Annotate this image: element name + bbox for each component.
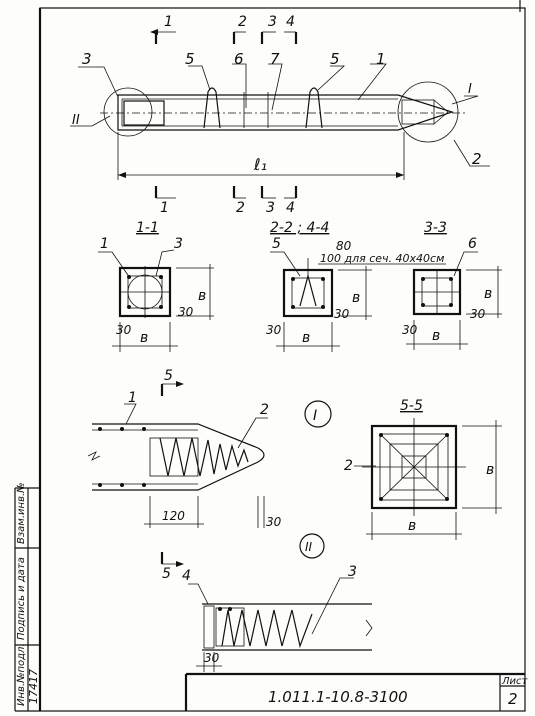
s22-cover-side: 30 — [334, 307, 350, 321]
s33-cover-bottom: 30 — [402, 323, 418, 337]
section-5-5-title: 5-5 — [400, 398, 423, 414]
stamp-inv-number: 17417 — [27, 669, 40, 704]
detail-circle-II — [103, 87, 153, 137]
cut-marks-top: 1 2 3 4 — [150, 14, 298, 44]
cut-bottom-4: 4 — [286, 200, 295, 216]
detail-I-title: I — [313, 408, 317, 424]
s11-callout-3: 3 — [174, 236, 183, 252]
s55-dim-bottom: в — [408, 518, 416, 534]
pile-outline — [117, 94, 454, 131]
detail-II-dim-30: 30 — [204, 651, 220, 665]
s22-cover-bottom: 30 — [266, 323, 282, 337]
s11-callout-1: 1 — [100, 236, 109, 252]
section-2-2: 2-2 ; 4-4 5 80 100 для сеч. 40х40см в в … — [266, 220, 446, 352]
detail-I-section-mark: 5 — [164, 368, 173, 384]
cut-marks-bottom: 1 2 3 4 — [154, 186, 298, 216]
detail-I-callout-2: 2 — [260, 402, 269, 418]
tip-spiral — [159, 437, 249, 477]
detail-I-callout-1: 1 — [128, 390, 137, 406]
s33-dim-bottom: в — [432, 328, 440, 344]
s11-dim-bottom: в — [140, 330, 148, 346]
callout-5-left: 5 — [185, 50, 195, 68]
cut-bottom-2: 2 — [236, 200, 245, 216]
callout-2: 2 — [472, 150, 482, 168]
detail-II-mark: II — [72, 113, 80, 128]
s11-cover-bottom: 30 — [116, 323, 132, 337]
length-label: ℓ₁ — [253, 155, 267, 174]
callout-6: 6 — [234, 50, 244, 68]
head-spiral — [221, 609, 313, 649]
s22-dim-80: 80 — [336, 239, 352, 253]
s55-callout-2: 2 — [344, 458, 353, 474]
sheet-label: Лист — [501, 676, 529, 687]
callout-1: 1 — [376, 50, 386, 68]
stamp-columns: Инв.№подл. Подпись и дата Взам.инв.№ 174… — [14, 482, 40, 712]
s55-dim-side: в — [486, 462, 494, 478]
section-5-5: 5-5 2 в в — [344, 398, 502, 540]
callout-3: 3 — [82, 50, 92, 68]
head-plate — [203, 605, 215, 649]
section-2-2-title: 2-2 ; 4-4 — [270, 220, 329, 236]
section-3-3: 3-3 6 в в 30 30 — [402, 220, 502, 350]
tip-outline — [92, 423, 265, 491]
s22-callout-5: 5 — [272, 236, 281, 252]
main-view: 3 5 6 7 5 1 I II 2 ℓ₁ — [70, 50, 490, 180]
detail-I-section-mark-bottom: 5 — [162, 566, 171, 582]
title-block: 1.011.1-10.8-3100 Лист 2 — [184, 672, 529, 711]
s33-dim-side: в — [484, 286, 492, 302]
stamp-sign-label: Подпись и дата — [16, 557, 27, 640]
cut-bottom-1: 1 — [160, 200, 169, 216]
cut-top-2: 2 — [238, 14, 247, 30]
detail-I-dim-30: 30 — [266, 515, 282, 529]
lifting-loop-right — [305, 87, 323, 129]
detail-II-circle-label — [299, 533, 325, 559]
section-3-3-title: 3-3 — [424, 220, 447, 236]
s22-note: 100 для сеч. 40х40см — [320, 252, 444, 265]
detail-I: 5 1 2 120 30 5 — [87, 368, 282, 582]
stamp-inv-label: Инв.№подл. — [16, 643, 27, 706]
stamp-replace-label: Взам.инв.№ — [16, 482, 27, 544]
detail-circle-I — [397, 81, 459, 143]
detail-II-callout-3: 3 — [348, 564, 357, 580]
detail-I-mark: I — [468, 82, 472, 97]
detail-I-circle-label — [304, 400, 332, 428]
cut-bottom-3: 3 — [266, 200, 275, 216]
cut-top-3: 3 — [268, 14, 277, 30]
detail-II: 4 3 30 — [182, 564, 373, 672]
s22-dim-bottom: в — [302, 330, 310, 346]
section-1-1-title: 1-1 — [136, 220, 159, 236]
s33-cover-side: 30 — [470, 307, 486, 321]
callout-7: 7 — [270, 50, 280, 68]
detail-II-title: II — [305, 540, 313, 554]
cut-top-4: 4 — [286, 14, 295, 30]
s33-callout-6: 6 — [468, 236, 477, 252]
detail-II-callout-4: 4 — [182, 568, 191, 584]
s11-cover-side: 30 — [178, 305, 194, 319]
s11-dim-side: в — [198, 288, 206, 304]
cut-top-1: 1 — [164, 14, 173, 30]
sheet-number: 2 — [508, 690, 518, 708]
callout-5-right: 5 — [330, 50, 340, 68]
drawing-frame — [39, 7, 526, 712]
drawing-code: 1.011.1-10.8-3100 — [268, 688, 408, 706]
lifting-loop-left — [203, 87, 221, 129]
s22-dim-side: в — [352, 290, 360, 306]
detail-I-dim-120: 120 — [162, 509, 185, 523]
section-1-1: 1-1 1 3 в в 30 30 — [98, 220, 214, 352]
